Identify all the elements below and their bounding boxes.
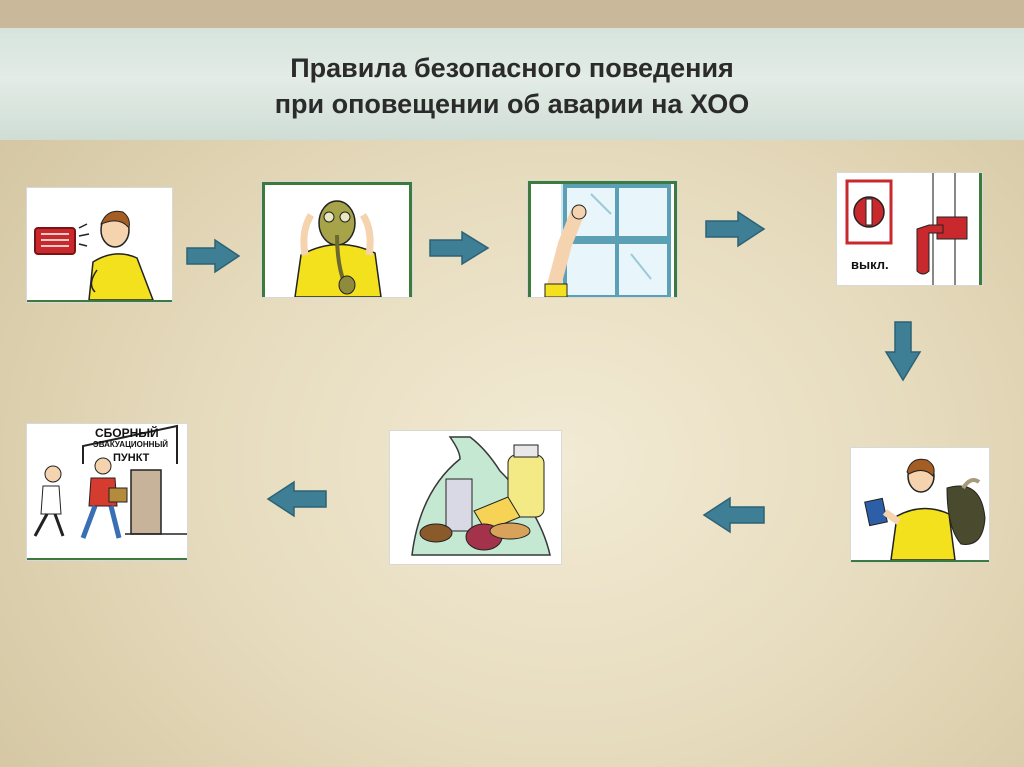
- step-put-on-gas-mask: [262, 182, 412, 297]
- documents-bag-icon: [851, 448, 989, 560]
- radio-warning-icon: [27, 188, 172, 300]
- sign-line-3: ПУНКТ: [113, 452, 149, 464]
- title-line-2: при оповещении об аварии на ХОО: [0, 86, 1024, 122]
- switch-off-label: выкл.: [851, 257, 889, 272]
- arrow-down-icon: [884, 320, 922, 382]
- step-take-documents: [851, 448, 989, 562]
- arrow-right-icon: [428, 230, 490, 266]
- arrow-left-icon: [266, 480, 328, 518]
- step-listen-radio: [27, 188, 172, 302]
- step-close-window: [528, 181, 677, 297]
- gas-mask-icon: [265, 185, 409, 297]
- title-line-1: Правила безопасного поведения: [0, 50, 1024, 86]
- arrow-right-icon: [704, 210, 766, 248]
- title-banner: Правила безопасного поведения при оповещ…: [0, 0, 1024, 140]
- close-window-icon: [531, 184, 674, 297]
- sign-line-1: СБОРНЫЙ: [95, 426, 159, 440]
- step-go-to-evacuation-point: СБОРНЫЙ ЭВАКУАЦИОННЫЙ ПУНКТ: [27, 424, 187, 560]
- food-supply-icon: [390, 431, 561, 564]
- sign-line-2: ЭВАКУАЦИОННЫЙ: [93, 440, 168, 449]
- arrow-left-icon: [702, 496, 766, 534]
- arrow-right-icon: [185, 238, 241, 274]
- step-pack-food: [390, 431, 561, 564]
- step-switch-off: выкл.: [837, 173, 982, 285]
